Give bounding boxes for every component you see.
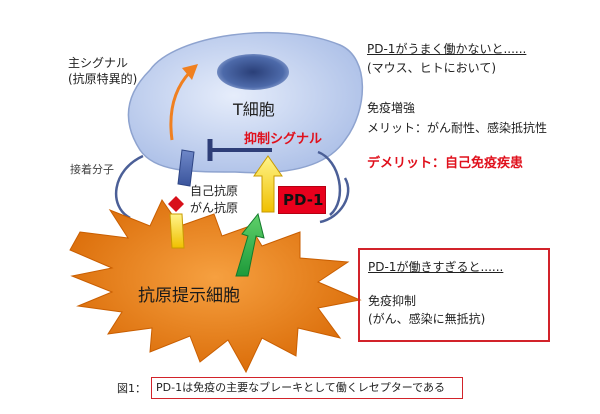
inhibitory-signal-label: 抑制シグナル	[244, 132, 323, 147]
antigen-diamond	[168, 196, 184, 212]
adhesion-label: 接着分子	[70, 163, 114, 176]
adhesion-curve-right	[319, 177, 350, 224]
main-signal-label: 主シグナル	[68, 56, 129, 70]
strong-line2: (がん、感染に無抵抗)	[368, 312, 486, 326]
weak-line2: メリット：がん耐性、感染抵抗性	[367, 121, 548, 135]
overactive-box: PD-1が働きすぎると...... 免疫抑制 (がん、感染に無抵抗)	[358, 248, 550, 342]
tcr-receptor	[177, 149, 195, 187]
self-antigen-label: 自己抗原	[190, 184, 239, 198]
strong-line1: 免疫抑制	[368, 294, 417, 308]
t-cell-nucleus	[217, 54, 289, 90]
apc-body	[69, 198, 362, 374]
pd1-receptor-arrow	[253, 155, 283, 213]
weak-heading: PD-1がうまく働かないと......	[367, 42, 527, 56]
weak-demerit: デメリット：自己免疫疾患	[367, 156, 524, 171]
pd1-badge-label: PD-1	[283, 191, 324, 209]
main-signal-sublabel: (抗原特異的)	[68, 72, 138, 86]
apc-label: 抗原提示細胞	[138, 286, 240, 306]
caption-text: PD-1は免疫の主要なブレーキとして働くレセプターである	[156, 381, 445, 394]
caption-prefix: 図1：	[117, 382, 146, 395]
mhc-molecule	[169, 213, 185, 249]
weak-subheading: (マウス、ヒトにおいて)	[367, 61, 497, 75]
cancer-antigen-label: がん抗原	[190, 201, 239, 215]
pd1-badge: PD-1	[278, 186, 326, 214]
main-signal-arrow	[169, 70, 192, 141]
main-signal-arrowhead	[182, 64, 198, 80]
adhesion-curve-far-right	[317, 150, 342, 216]
caption-box: PD-1は免疫の主要なブレーキとして働くレセプターである	[151, 377, 463, 399]
t-cell-label: T細胞	[233, 100, 275, 119]
adhesion-curve-left	[114, 154, 144, 220]
weak-line1: 免疫増強	[367, 101, 416, 115]
pdl1-ligand-arrow	[235, 212, 265, 277]
strong-heading: PD-1が働きすぎると......	[368, 260, 504, 274]
